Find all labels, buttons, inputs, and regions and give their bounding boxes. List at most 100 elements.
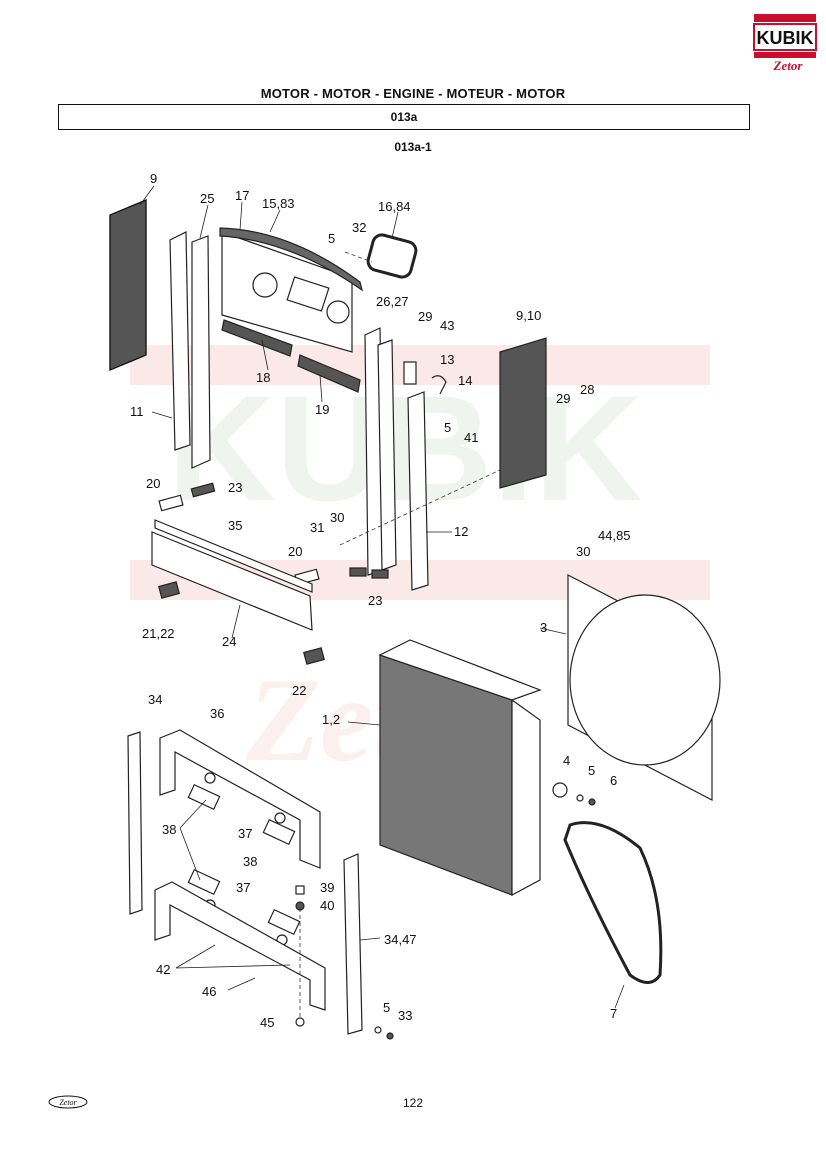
label-34-47: 34,47	[384, 932, 417, 947]
label-21-22: 21,22	[142, 626, 175, 641]
bolt-33	[386, 1032, 394, 1040]
grille-screen-right	[499, 337, 547, 489]
label-18: 18	[256, 370, 270, 385]
label-46: 46	[202, 984, 216, 999]
label-28: 28	[580, 382, 594, 397]
label-31: 31	[310, 520, 324, 535]
label-3: 3	[540, 620, 547, 635]
front-panel-17	[221, 231, 353, 353]
label-38b: 38	[243, 854, 257, 869]
pad-23c	[371, 569, 389, 579]
mount-37b	[274, 812, 286, 824]
label-37b: 37	[236, 880, 250, 895]
radiator-1	[378, 639, 542, 897]
mount-37a	[204, 772, 216, 784]
pad-23a	[190, 482, 216, 498]
label-6: 6	[610, 773, 617, 788]
plate-38a	[187, 783, 221, 811]
section-code-box: 013a	[58, 104, 750, 130]
bracket-34-47	[343, 853, 363, 1035]
label-12: 12	[454, 524, 468, 539]
pad-21	[158, 581, 180, 599]
label-32: 32	[352, 220, 366, 235]
washer-5d	[374, 1026, 382, 1034]
label-20a: 20	[146, 476, 160, 491]
label-36: 36	[210, 706, 224, 721]
label-26-27: 26,27	[376, 294, 409, 309]
label-23b: 23	[368, 593, 382, 608]
label-16-84: 16,84	[378, 199, 411, 214]
strip-18	[221, 319, 293, 357]
label-38a: 38	[162, 822, 176, 837]
logo-text: KUBIK	[757, 28, 814, 48]
label-24: 24	[222, 634, 236, 649]
label-9: 9	[150, 171, 157, 186]
label-39: 39	[320, 880, 334, 895]
label-42: 42	[156, 962, 170, 977]
label-35: 35	[228, 518, 242, 533]
label-41: 41	[464, 430, 478, 445]
label-4: 4	[563, 753, 570, 768]
label-44-85: 44,85	[598, 528, 631, 543]
oval-seal-16	[366, 233, 418, 279]
label-1-2: 1,2	[322, 712, 340, 727]
plate-38d	[267, 908, 301, 936]
side-post-12	[407, 391, 429, 591]
bushing-4	[552, 782, 568, 798]
label-30b: 30	[576, 544, 590, 559]
label-20b: 20	[288, 544, 302, 559]
pad-20a	[158, 494, 184, 512]
frame-46	[154, 881, 326, 1011]
kubik-zetor-logo: KUBIK Zetor	[753, 14, 817, 72]
bracket-34	[127, 731, 143, 915]
label-22: 22	[292, 683, 306, 698]
svg-text:KUBIK: KUBIK	[168, 364, 643, 532]
label-7: 7	[610, 1006, 617, 1021]
label-43: 43	[440, 318, 454, 333]
label-25: 25	[200, 191, 214, 206]
label-5b: 5	[444, 420, 451, 435]
bar-35	[154, 519, 313, 593]
label-34: 34	[148, 692, 162, 707]
plate-38b	[262, 818, 296, 846]
label-29b: 29	[556, 391, 570, 406]
grille-screen-left	[109, 199, 147, 371]
clip-13	[403, 361, 417, 385]
page-title: MOTOR - MOTOR - ENGINE - MOTEUR - MOTOR	[260, 86, 566, 101]
side-panel-25	[191, 235, 211, 469]
frame-36	[159, 729, 321, 869]
label-37a: 37	[238, 826, 252, 841]
nut-45	[295, 1017, 305, 1027]
label-29a: 29	[418, 309, 432, 324]
label-17: 17	[235, 188, 249, 203]
tray-24	[151, 531, 313, 631]
strip-19	[297, 354, 361, 393]
bolt-39	[295, 885, 305, 895]
diagram-code: 013a-1	[394, 140, 432, 154]
fan-shroud-3	[567, 574, 721, 801]
pad-23b	[349, 567, 367, 577]
label-5a: 5	[328, 231, 335, 246]
plate-38c	[187, 868, 221, 896]
label-9-10: 9,10	[516, 308, 541, 323]
label-11: 11	[130, 404, 144, 419]
pad-22	[303, 647, 325, 665]
zetor-footer-logo: Zetor	[48, 1095, 88, 1109]
belt-7	[563, 821, 663, 984]
side-strip-11	[169, 231, 191, 451]
label-5c: 5	[588, 763, 595, 778]
inner-post-27	[377, 339, 397, 571]
label-5d: 5	[383, 1000, 390, 1015]
label-40: 40	[320, 898, 334, 913]
svg-text:Zetor: Zetor	[59, 1098, 77, 1107]
label-13: 13	[440, 352, 454, 367]
top-seal-15	[219, 227, 363, 292]
label-45: 45	[260, 1015, 274, 1030]
label-15-83: 15,83	[262, 196, 295, 211]
label-23a: 23	[228, 480, 242, 495]
washer-5c	[576, 794, 584, 802]
logo-sub-text: Zetor	[773, 58, 804, 72]
nut-6	[588, 798, 596, 806]
label-30a: 30	[330, 510, 344, 525]
